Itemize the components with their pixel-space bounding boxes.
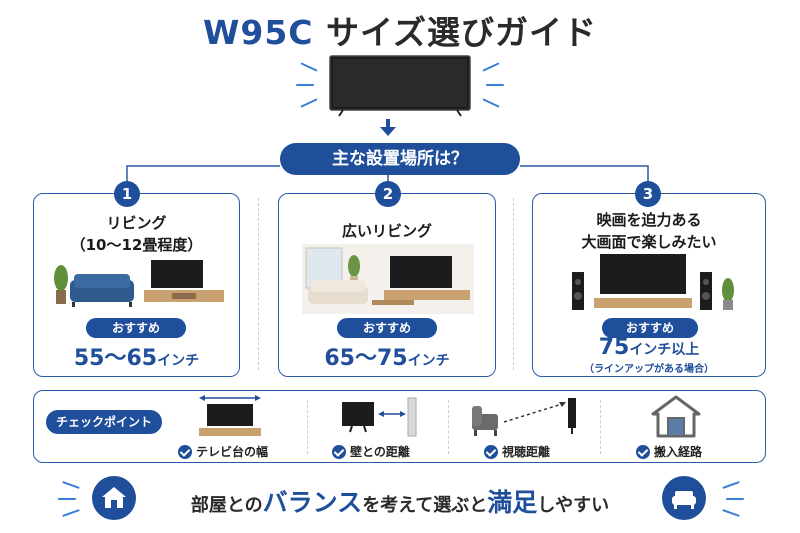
- option-title-line1: 映画を迫力ある: [596, 211, 702, 229]
- checkpoint-item: テレビ台の幅: [178, 443, 268, 460]
- bottom-accent: バランス: [262, 488, 363, 517]
- title-model: W95C: [202, 13, 314, 52]
- viewing-distance-icon: [472, 398, 576, 436]
- bottom-text-part: を考えて選ぶと: [362, 495, 488, 516]
- option-title-line2: 大画面で楽しみたい: [581, 233, 717, 251]
- option-title: リビング （10〜12畳程度）: [33, 212, 240, 256]
- option-number: 1: [114, 181, 140, 207]
- ray-decoration: [482, 62, 500, 72]
- recommend-badge: おすすめ: [337, 318, 437, 338]
- bottom-accent: 満足: [487, 488, 538, 517]
- home-icon: [102, 487, 126, 508]
- sofa-icon: [672, 491, 696, 509]
- question-pill: 主な設置場所は？: [280, 143, 520, 175]
- tv-icon: [329, 55, 471, 117]
- arrow-down-icon: [380, 119, 396, 136]
- checkpoint-item: 搬入経路: [636, 443, 702, 460]
- checkpoint-item-label: 搬入経路: [654, 445, 703, 459]
- option-title: 広いリビング: [278, 220, 496, 242]
- title-rest: サイズ選びガイド: [326, 13, 598, 52]
- option-title: 映画を迫力ある 大画面で楽しみたい: [532, 209, 766, 253]
- ray-decoration: [722, 480, 740, 490]
- ray-decoration: [58, 498, 76, 500]
- check-icon: [484, 444, 498, 459]
- divider: [258, 198, 259, 370]
- house-icon: [651, 395, 701, 438]
- divider: [600, 400, 601, 454]
- bottom-text-part: しやすい: [537, 495, 610, 516]
- ray-decoration: [62, 508, 80, 518]
- ray-decoration: [726, 498, 744, 500]
- check-icon: [332, 444, 346, 459]
- recommended-size: 75インチ以上: [532, 335, 766, 360]
- wall-distance-icon: [342, 397, 417, 437]
- recommend-badge: おすすめ: [602, 318, 698, 338]
- divider: [448, 400, 449, 454]
- sofa-circle: [662, 476, 706, 520]
- stand-width-icon: [199, 395, 261, 436]
- page-title: W95C サイズ選びガイド: [0, 6, 800, 54]
- size-unit: インチ以上: [629, 342, 700, 358]
- option-number: 3: [635, 181, 661, 207]
- ray-decoration: [722, 508, 740, 518]
- size-unit: インチ: [407, 353, 450, 369]
- recommend-badge: おすすめ: [86, 318, 186, 338]
- option-title-line2: （10〜12畳程度）: [70, 236, 203, 254]
- checkpoint-item-label: 壁との距離: [350, 445, 410, 459]
- ray-decoration: [300, 98, 318, 108]
- recommended-size: 55〜65インチ: [33, 340, 240, 372]
- option-number: 2: [375, 181, 401, 207]
- bottom-message: 部屋とのバランスを考えて選ぶと満足しやすい: [150, 483, 650, 519]
- divider: [307, 400, 308, 454]
- ray-decoration: [482, 98, 500, 108]
- ray-decoration: [300, 62, 318, 72]
- size-number: 75: [598, 335, 630, 360]
- size-number: 65〜75: [324, 346, 408, 371]
- size-unit: インチ: [157, 353, 200, 369]
- home-circle: [92, 476, 136, 520]
- ray-decoration: [296, 84, 314, 86]
- size-number: 55〜65: [73, 346, 158, 371]
- bottom-text-part: 部屋との: [190, 495, 263, 516]
- large-living-illustration: [302, 244, 474, 314]
- check-icon: [636, 444, 650, 459]
- check-icon: [178, 444, 192, 459]
- checkpoint-item: 視聴距離: [484, 443, 550, 460]
- recommended-size: 65〜75インチ: [278, 340, 496, 372]
- divider: [513, 198, 514, 370]
- option-title-line1: リビング: [106, 214, 167, 232]
- lineup-note: （ラインアップがある場合）: [584, 364, 714, 375]
- checkpoint-item-label: テレビ台の幅: [196, 445, 269, 459]
- ray-decoration: [486, 84, 504, 86]
- living-room-illustration: [54, 260, 224, 307]
- checkpoint-item: 壁との距離: [332, 443, 410, 460]
- checkpoint-item-label: 視聴距離: [502, 445, 551, 459]
- checkpoint-label: チェックポイント: [46, 410, 162, 434]
- option-title-line1: 広いリビング: [341, 222, 432, 240]
- ray-decoration: [62, 480, 80, 490]
- home-theater-illustration: [572, 254, 734, 310]
